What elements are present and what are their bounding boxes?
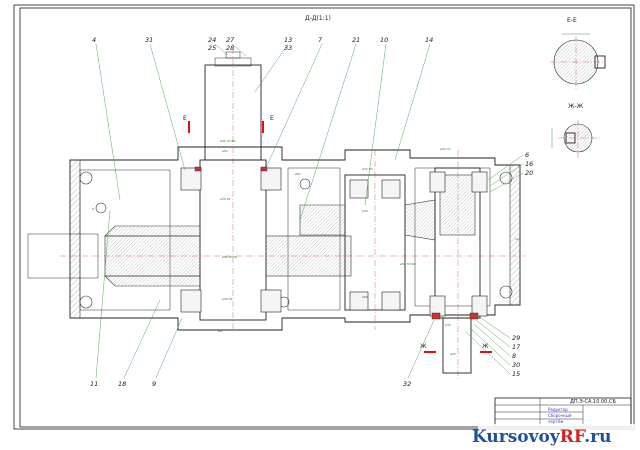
svg-text:31: 31 <box>145 36 153 44</box>
output-shaft <box>429 150 488 380</box>
svg-text:30: 30 <box>512 361 520 369</box>
svg-text:KursovoyRF.ru: KursovoyRF.ru <box>472 427 611 447</box>
svg-text:Е: Е <box>270 115 274 122</box>
svg-text:8: 8 <box>512 352 516 360</box>
svg-text:17: 17 <box>512 343 521 351</box>
svg-text:16: 16 <box>525 160 533 168</box>
sheet-inner-frame <box>19 7 632 428</box>
svg-text:27: 27 <box>226 36 235 44</box>
svg-text:20: 20 <box>525 169 533 177</box>
svg-text:8: 8 <box>92 207 94 211</box>
svg-text:24: 24 <box>208 36 216 44</box>
svg-text:25: 25 <box>208 44 216 52</box>
svg-text:14: 14 <box>425 36 433 44</box>
svg-text:ø52: ø52 <box>222 149 228 153</box>
dimension-labels: ø42 H7/k6 ø52 ø35 k6 ø60 H7/r6 ø40 k6 ø4… <box>92 139 519 356</box>
svg-text:Ж: Ж <box>482 343 489 350</box>
svg-text:чертёж: чертёж <box>548 419 564 424</box>
svg-text:ø42 H7/k6: ø42 H7/k6 <box>220 139 236 143</box>
svg-text:15: 15 <box>512 370 520 378</box>
svg-text:6: 6 <box>525 151 529 159</box>
section-zh-zh: Ж-Ж <box>551 103 600 158</box>
title-block: ДП.Э-СА.10.00.СБ Редуктор Сборочный черт… <box>494 397 632 428</box>
svg-text:10: 10 <box>380 36 388 44</box>
watermark-logo: KursovoyRF.ru <box>472 424 636 448</box>
svg-text:ø90 H7: ø90 H7 <box>440 147 451 151</box>
housing-bolts <box>79 171 513 309</box>
svg-text:32: 32 <box>403 380 411 388</box>
svg-text:ø35: ø35 <box>445 323 451 327</box>
svg-text:28: 28 <box>226 44 234 52</box>
svg-text:13: 13 <box>284 36 292 44</box>
svg-text:11: 11 <box>90 380 98 388</box>
svg-text:ø30: ø30 <box>362 209 368 213</box>
svg-text:Е-Е: Е-Е <box>567 17 577 24</box>
section-markers: Е Е Ж Ж <box>183 115 492 353</box>
svg-text:Редуктор: Редуктор <box>548 407 568 412</box>
doc-code: ДП.Э-СА.10.00.СБ <box>570 399 616 405</box>
callouts: 4 31 24 25 27 28 13 33 7 21 10 14 6 16 2… <box>90 36 533 388</box>
svg-text:10: 10 <box>515 237 519 241</box>
svg-text:ø25: ø25 <box>450 352 456 356</box>
svg-text:Е: Е <box>183 115 187 122</box>
svg-text:18: 18 <box>118 380 126 388</box>
svg-text:33: 33 <box>284 44 292 52</box>
svg-text:ø35 k6: ø35 k6 <box>220 197 230 201</box>
svg-text:ø50 H7/k6: ø50 H7/k6 <box>400 262 416 266</box>
sheet-frame <box>13 4 635 430</box>
svg-text:7: 7 <box>318 36 323 44</box>
svg-text:4: 4 <box>92 36 96 44</box>
svg-text:Сборочный: Сборочный <box>548 413 572 418</box>
intermediate-shaft <box>299 150 436 330</box>
svg-text:ø60 H7/r6: ø60 H7/r6 <box>222 255 237 259</box>
section-e-e: Е-Е <box>550 17 606 90</box>
input-shaft <box>104 48 352 330</box>
svg-text:29: 29 <box>512 334 520 342</box>
svg-text:Ж: Ж <box>420 343 427 350</box>
svg-text:ø47: ø47 <box>218 329 224 333</box>
svg-text:ø40 k6: ø40 k6 <box>222 297 232 301</box>
svg-text:ø62: ø62 <box>295 172 301 176</box>
svg-text:9: 9 <box>152 380 156 388</box>
svg-text:ø80: ø80 <box>362 295 368 299</box>
svg-text:Ж-Ж: Ж-Ж <box>568 103 584 110</box>
svg-text:21: 21 <box>352 36 360 44</box>
view-title: Д-Д(1:1) <box>305 15 331 22</box>
svg-text:ø72 H7: ø72 H7 <box>362 167 373 171</box>
